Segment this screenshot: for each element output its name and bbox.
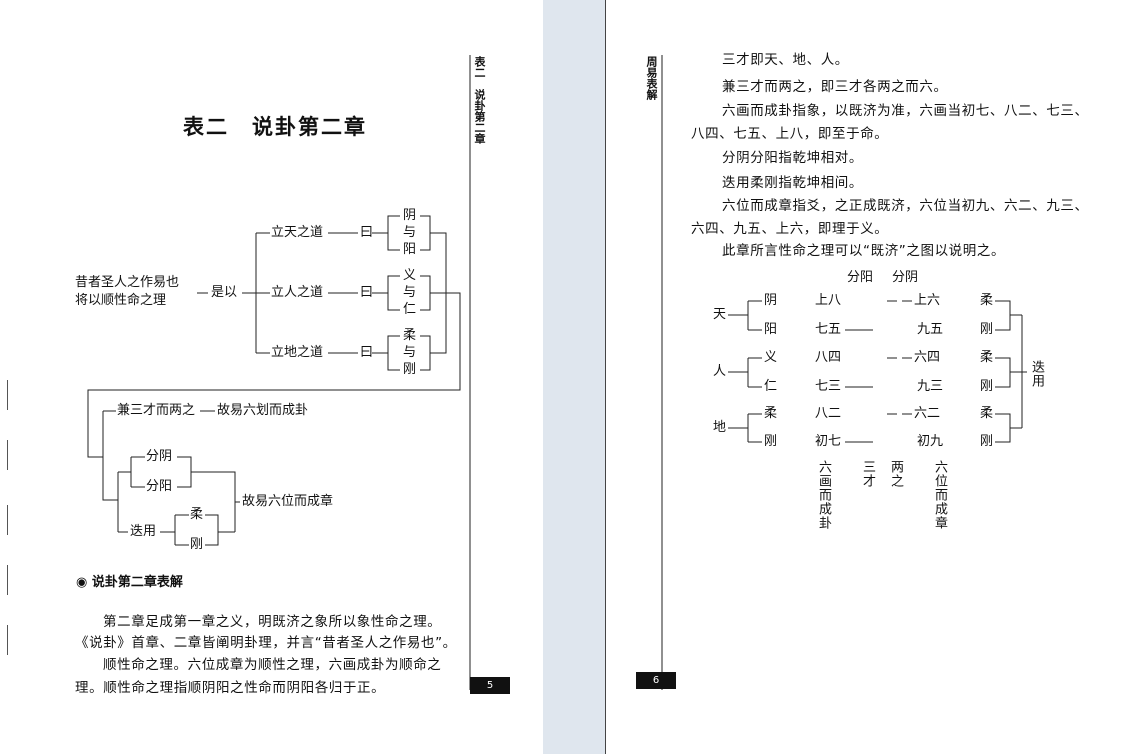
pair-term: 阳 [403, 242, 417, 257]
running-head: 表二 说卦第二章 [473, 56, 486, 144]
bottom-label: 三才 [860, 460, 875, 488]
text-line: 此章所言性命之理可以“既济”之图以说明之。 [722, 243, 1006, 259]
cai-heaven: 天 [713, 307, 727, 322]
wei-position: 上六 [914, 293, 941, 308]
section-heading-text: 说卦第二章表解 [91, 575, 183, 590]
way-heaven: 立天之道 [271, 225, 324, 240]
margin-mark [7, 625, 8, 655]
pair-term: 义 [403, 268, 417, 283]
pair-term: 义 [764, 350, 778, 365]
hua-position: 八二 [815, 406, 842, 421]
section-heading: ◉ 说卦第二章表解 [76, 575, 183, 591]
cai-earth: 地 [713, 420, 727, 435]
yue-label: 曰 [360, 285, 374, 300]
rougang-term: 刚 [980, 434, 994, 449]
text-line: 分阴分阳指乾坤相对。 [722, 150, 863, 166]
gua-label: 故易六划而成卦 [217, 403, 309, 418]
margin-mark [7, 505, 8, 535]
hua-position: 上八 [815, 293, 842, 308]
left-page [0, 0, 543, 754]
bottom-label: 六位而成章 [932, 460, 947, 530]
way-human: 立人之道 [271, 285, 324, 300]
right-page [605, 0, 1147, 754]
paragraph-line: 顺性命之理。六位成章为顺性之理，六画成卦为顺命之 [103, 657, 442, 673]
page-gap [543, 0, 605, 754]
bullet-icon: ◉ [76, 575, 92, 590]
pair-term: 仁 [403, 302, 417, 317]
margin-mark [7, 380, 8, 410]
jian-label: 兼三才而两之 [117, 403, 196, 418]
rougang-term: 刚 [980, 322, 994, 337]
pair-term: 阳 [764, 322, 778, 337]
rougang-term: 柔 [980, 406, 994, 421]
pair-term: 柔 [403, 328, 417, 343]
pair-term: 刚 [403, 362, 417, 377]
pair-term: 仁 [764, 379, 778, 394]
text-line: 六画而成卦指象，以既济为准，六画当初七、八二、七三、 [722, 103, 1089, 119]
text-line: 兼三才而两之，即三才各两之而六。 [722, 79, 948, 95]
gang-label: 刚 [190, 537, 204, 552]
wei-position: 九三 [917, 379, 944, 394]
shi-yi-label: 是以 [211, 285, 238, 300]
rougang-term: 柔 [980, 350, 994, 365]
bottom-label: 两之 [888, 460, 903, 488]
pair-term: 柔 [764, 406, 778, 421]
wei-position: 九五 [917, 322, 944, 337]
paragraph-line: 理。顺性命之理指顺阴阳之性命而阴阳各归于正。 [75, 680, 386, 696]
bottom-label: 六画而成卦 [816, 460, 831, 530]
fen-yin-label: 分阴 [146, 449, 173, 464]
hua-position: 八四 [815, 350, 842, 365]
text-line: 迭用柔刚指乾坤相间。 [722, 175, 863, 191]
page-number: 5 [470, 677, 510, 694]
running-head: 周易表解 [645, 56, 658, 100]
pair-term: 与 [403, 345, 417, 360]
rougang-term: 柔 [980, 293, 994, 308]
margin-mark [7, 440, 8, 470]
pair-term: 刚 [764, 434, 778, 449]
fen-yang-label: 分阳 [146, 479, 173, 494]
zhang-label: 故易六位而成章 [242, 494, 334, 509]
way-earth: 立地之道 [271, 345, 324, 360]
wei-position: 六四 [914, 350, 941, 365]
hua-position: 七三 [815, 379, 842, 394]
rou-label: 柔 [190, 507, 204, 522]
die-yong-label: 迭用 [130, 524, 157, 539]
margin-mark [7, 565, 8, 595]
rougang-term: 刚 [980, 379, 994, 394]
hua-position: 初七 [815, 434, 842, 449]
page-number: 6 [636, 672, 676, 689]
text-line: 三才即天、地、人。 [722, 52, 849, 68]
pair-term: 与 [403, 225, 417, 240]
die-yong-label: 迭用 [1029, 360, 1044, 388]
premise-line-1: 昔者圣人之作易也 [75, 275, 180, 290]
hua-position: 七五 [815, 322, 842, 337]
pair-term: 阴 [764, 293, 778, 308]
yue-label: 曰 [360, 345, 374, 360]
pair-term: 与 [403, 285, 417, 300]
wei-position: 初九 [917, 434, 944, 449]
paragraph-line: 第二章足成第一章之义，明既济之象所以象性命之理。 [103, 614, 442, 630]
header-fen-yin: 分阴 [892, 270, 919, 285]
wei-position: 六二 [914, 406, 941, 421]
text-line: 六位而成章指爻，之正成既济，六位当初九、六二、九三、 [722, 198, 1089, 214]
premise-line-2: 将以顺性命之理 [75, 293, 167, 308]
text-line: 六四、九五、上六，即理于义。 [691, 221, 889, 237]
paragraph-line: 《说卦》首章、二章皆阐明卦理，并言“昔者圣人之作易也”。 [75, 635, 457, 651]
text-line: 八四、七五、上八，即至于命。 [691, 126, 889, 142]
yue-label: 曰 [360, 225, 374, 240]
page-title: 表二 说卦第二章 [183, 115, 367, 139]
pair-term: 阴 [403, 208, 417, 223]
header-fen-yang: 分阳 [847, 270, 874, 285]
cai-human: 人 [713, 364, 727, 379]
